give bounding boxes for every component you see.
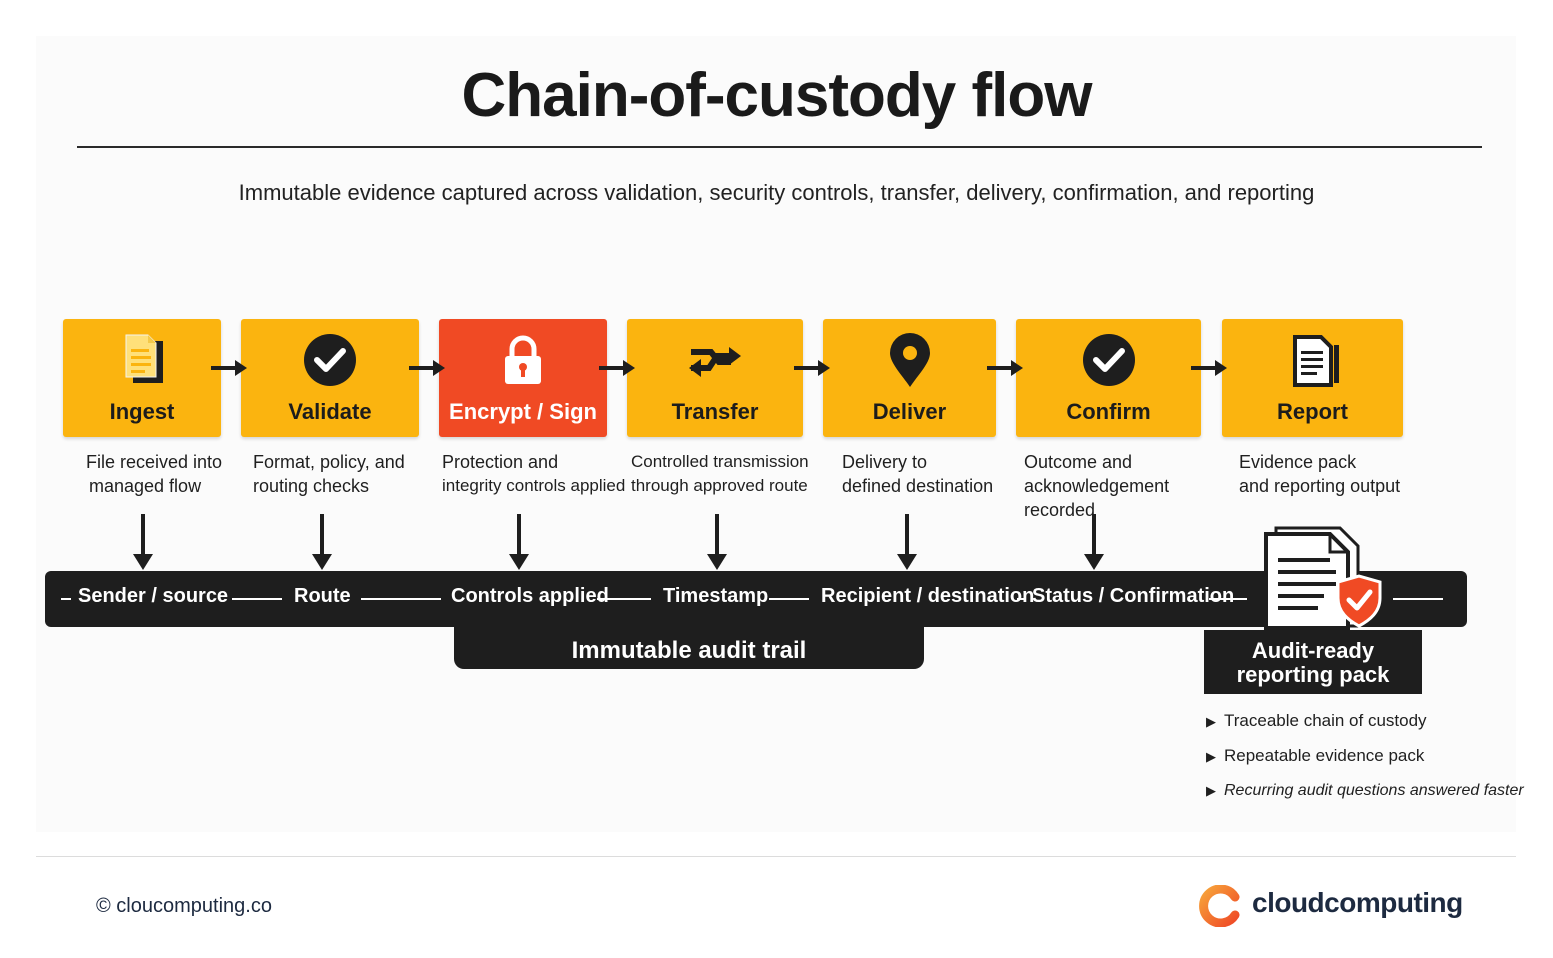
down-arrow-icon bbox=[707, 514, 727, 570]
audit-trail-bar: Sender / source Route Controls applied T… bbox=[45, 571, 1467, 627]
title-divider bbox=[77, 146, 1482, 148]
down-arrow-icon bbox=[897, 514, 917, 570]
flow-arrow-icon bbox=[1191, 360, 1227, 376]
trail-label-controls: Controls applied bbox=[451, 585, 609, 607]
page-title: Chain-of-custody flow bbox=[461, 61, 1093, 130]
step-encrypt-sign: Encrypt / Sign bbox=[439, 319, 607, 437]
triangle-bullet-icon: ▶ bbox=[1206, 749, 1216, 764]
description-line: Controlled transmission bbox=[631, 452, 809, 471]
step-description-transfer: Controlled transmission through approved… bbox=[631, 450, 809, 498]
step-validate: Validate bbox=[241, 319, 419, 437]
down-arrow-icon bbox=[1084, 514, 1104, 570]
check-circle-icon bbox=[1082, 334, 1135, 386]
step-label: Report bbox=[1277, 399, 1348, 424]
step-report: Report bbox=[1222, 319, 1403, 437]
footer-divider bbox=[36, 856, 1516, 857]
triangle-bullet-icon: ▶ bbox=[1206, 783, 1216, 798]
step-ingest: Ingest bbox=[63, 319, 221, 437]
trail-connector bbox=[61, 598, 71, 600]
padlock-icon bbox=[505, 335, 541, 384]
flow-arrow-icon bbox=[599, 360, 635, 376]
list-item: ▶ Traceable chain of custody bbox=[1206, 708, 1524, 743]
down-arrow-icon bbox=[509, 514, 529, 570]
description-line: Protection and bbox=[442, 452, 559, 472]
step-description-ingest: File received into managed flow bbox=[86, 450, 222, 498]
trail-connector bbox=[1209, 598, 1247, 600]
check-circle-icon bbox=[304, 334, 356, 386]
step-confirm: Confirm bbox=[1016, 319, 1201, 437]
step-label: Confirm bbox=[1066, 399, 1151, 424]
list-item-text: Traceable chain of custody bbox=[1224, 711, 1427, 730]
step-label: Transfer bbox=[671, 399, 759, 424]
down-arrow-icon bbox=[133, 514, 153, 570]
pack-title-line: Audit-ready bbox=[1251, 638, 1375, 663]
description-line: acknowledgement bbox=[1024, 476, 1170, 496]
triangle-bullet-icon: ▶ bbox=[1206, 714, 1216, 729]
page-subtitle: Immutable evidence captured across valid… bbox=[238, 180, 1315, 205]
pack-title-line: reporting pack bbox=[1236, 662, 1390, 687]
description-line: and reporting output bbox=[1239, 476, 1401, 496]
description-line: recorded bbox=[1024, 500, 1096, 520]
report-shield-icon bbox=[1264, 526, 1382, 630]
description-line: File received into bbox=[86, 452, 223, 472]
trail-connector bbox=[1393, 598, 1443, 600]
description-line: defined destination bbox=[842, 476, 994, 496]
report-document-icon bbox=[1292, 335, 1339, 387]
description-line: Evidence pack bbox=[1239, 452, 1357, 472]
description-line: through approved route bbox=[631, 476, 808, 495]
description-line: routing checks bbox=[253, 476, 370, 496]
audit-trail-title: Immutable audit trail bbox=[454, 627, 924, 669]
description-line: integrity controls applied bbox=[442, 476, 626, 495]
description-line: Outcome and bbox=[1024, 452, 1133, 472]
down-arrow-icon bbox=[312, 514, 332, 570]
list-item-text: Repeatable evidence pack bbox=[1224, 746, 1425, 765]
flow-arrow-icon bbox=[987, 360, 1023, 376]
step-transfer: Transfer bbox=[627, 319, 803, 437]
list-item: ▶ Recurring audit questions answered fast… bbox=[1206, 778, 1524, 813]
trail-connector bbox=[1017, 598, 1025, 600]
trail-label-timestamp: Timestamp bbox=[663, 585, 769, 607]
step-label: Deliver bbox=[872, 399, 947, 424]
step-label: Ingest bbox=[109, 399, 175, 424]
step-deliver: Deliver bbox=[823, 319, 996, 437]
step-description-validate: Format, policy, and routing checks bbox=[253, 450, 405, 498]
step-label: Encrypt / Sign bbox=[449, 399, 597, 424]
pack-benefits-list: ▶ Traceable chain of custody ▶ Repeatable … bbox=[1206, 708, 1524, 813]
step-label: Validate bbox=[288, 399, 372, 424]
trail-label-status: Status / Confirmation bbox=[1032, 585, 1235, 607]
trail-label-sender: Sender / source bbox=[78, 585, 229, 607]
reporting-pack-box: Audit-ready reporting pack bbox=[1204, 630, 1422, 694]
copyright-text: © cloucomputing.co bbox=[96, 895, 272, 917]
list-item: ▶ Repeatable evidence pack bbox=[1206, 743, 1524, 778]
trail-connector bbox=[769, 598, 809, 600]
swap-arrows-icon bbox=[689, 347, 741, 377]
document-icon bbox=[125, 334, 163, 383]
description-line: managed flow bbox=[89, 476, 202, 496]
step-description-deliver: Delivery to defined destination bbox=[842, 450, 993, 498]
list-item-text: Recurring audit questions answered faste… bbox=[1224, 782, 1524, 799]
step-description-report: Evidence pack and reporting output bbox=[1239, 450, 1400, 498]
trail-connector bbox=[597, 598, 651, 600]
flow-arrow-icon bbox=[211, 360, 247, 376]
cloudcomputing-logo-icon[interactable] bbox=[1199, 885, 1241, 927]
description-line: Format, policy, and bbox=[253, 452, 405, 472]
trail-label-recipient: Recipient / destination bbox=[821, 585, 1035, 607]
trail-label-route: Route bbox=[294, 585, 351, 607]
flow-arrow-icon bbox=[409, 360, 445, 376]
step-description-encrypt-sign: Protection and integrity controls applie… bbox=[442, 450, 625, 498]
flow-arrow-icon bbox=[794, 360, 830, 376]
location-pin-icon bbox=[889, 333, 930, 387]
trail-connector bbox=[232, 598, 282, 600]
step-description-confirm: Outcome and acknowledgement recorded bbox=[1024, 450, 1169, 522]
brand-name[interactable]: cloudcomputing bbox=[1252, 887, 1463, 918]
trail-connector bbox=[361, 598, 441, 600]
description-line: Delivery to bbox=[842, 452, 928, 472]
